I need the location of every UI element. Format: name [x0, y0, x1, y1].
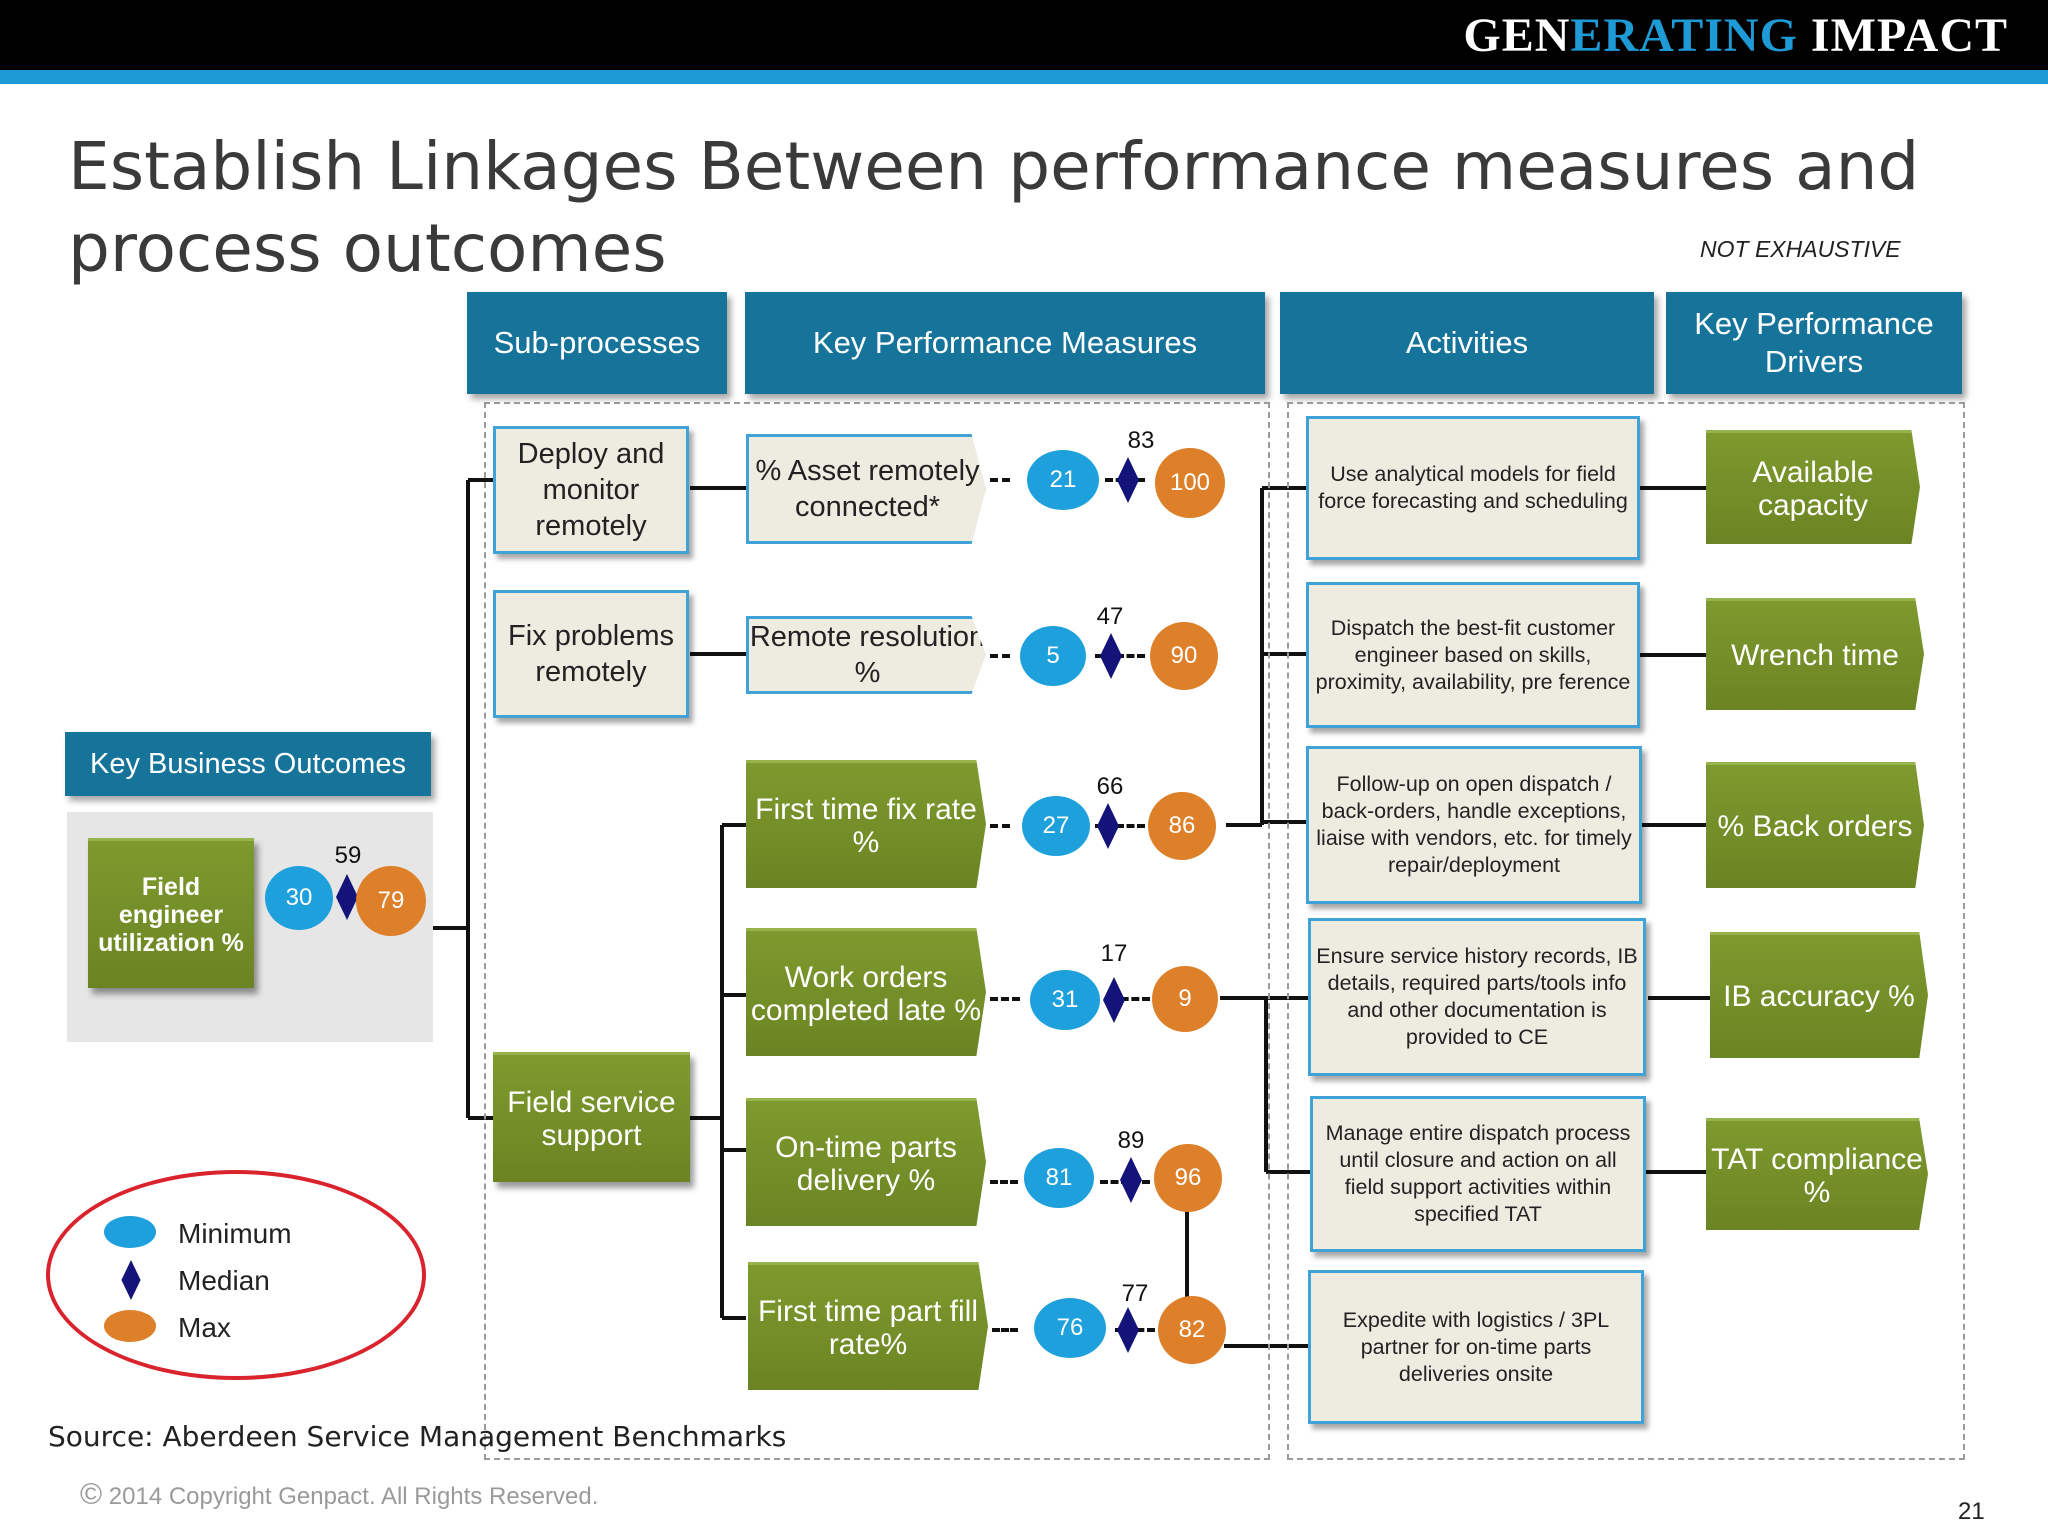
subprocess-fix-remotely: Fix problems remotely [493, 590, 689, 718]
kpm-0-median-marker [1117, 457, 1139, 503]
top-accent-line [0, 70, 2048, 84]
outcome-field-engineer-utilization: Field engineer utilization % [88, 838, 254, 988]
kpm-0-min-marker: 21 [1027, 450, 1099, 510]
activities-dashed-region [1287, 402, 1965, 1460]
legend-minimum-icon [104, 1216, 156, 1248]
kpm-1-max-marker: 90 [1150, 622, 1218, 690]
kpm-first-time-fix-rate: First time fix rate % [746, 760, 986, 888]
activity-manage-dispatch: Manage entire dispatch process until clo… [1310, 1096, 1646, 1252]
kpm-5-min-marker: 76 [1034, 1298, 1106, 1358]
page-title: Establish Linkages Between performance m… [68, 128, 1920, 287]
activity-dispatch-best-fit: Dispatch the best-fit customer engineer … [1306, 582, 1640, 728]
kpm-4-median-marker [1120, 1157, 1142, 1203]
driver-tat-compliance: TAT compliance % [1706, 1118, 1928, 1230]
kpm-4-max-marker: 96 [1154, 1144, 1222, 1212]
driver-wrench-time: Wrench time [1706, 598, 1924, 710]
driver-available-capacity: Available capacity [1706, 430, 1920, 544]
copyright-notice: © 2014 Copyright Genpact. All Rights Res… [80, 1478, 598, 1512]
activity-analytical-models: Use analytical models for field force fo… [1306, 416, 1640, 560]
key-business-outcomes-header: Key Business Outcomes [65, 732, 431, 796]
activity-service-history: Ensure service history records, IB detai… [1308, 918, 1646, 1076]
legend-minimum-label: Minimum [178, 1218, 292, 1249]
kpm-2-dash-left [990, 824, 1010, 828]
kpm-3-dash-right [1110, 997, 1150, 1001]
kpm-dashed-region [484, 402, 1270, 1460]
activity-follow-up-dispatch: Follow-up on open dispatch / back-orders… [1306, 746, 1642, 904]
kpm-5-dash-left [992, 1328, 1018, 1332]
kpm-work-orders-late: Work orders completed late % [746, 928, 986, 1056]
kpm-4-median-label: 89 [1117, 1127, 1145, 1154]
kpm-2-max-marker: 86 [1148, 792, 1216, 860]
outcome-min-marker: 30 [265, 866, 333, 930]
kpm-asset-remotely-connected: % Asset remotely connected* [746, 434, 986, 544]
kpm-3-median-label: 17 [1100, 940, 1128, 967]
column-header-drivers: Key Performance Drivers [1666, 292, 1962, 394]
subprocess-field-service-support: Field service support [493, 1052, 690, 1182]
kpm-4-min-marker: 81 [1024, 1148, 1094, 1208]
driver-ib-accuracy: IB accuracy % [1710, 932, 1928, 1058]
copyright-symbol: © [80, 1478, 103, 1511]
kpm-4-dash-left [990, 1180, 1018, 1184]
subprocess-deploy-monitor: Deploy and monitor remotely [493, 426, 689, 554]
activity-expedite-logistics: Expedite with logistics / 3PL partner fo… [1308, 1270, 1644, 1424]
legend-median-icon [121, 1260, 141, 1300]
source-note: Source: Aberdeen Service Management Benc… [48, 1420, 787, 1453]
kpm-5-median-label: 77 [1121, 1280, 1149, 1307]
kpm-5-max-marker: 82 [1158, 1296, 1226, 1364]
kpm-3-median-marker [1103, 977, 1125, 1023]
column-header-subprocesses: Sub-processes [467, 292, 727, 394]
outcome-median-label: 59 [334, 842, 362, 869]
kpm-2-median-marker [1097, 803, 1119, 849]
kpm-0-median-label: 83 [1127, 427, 1155, 454]
column-header-kpm: Key Performance Measures [745, 292, 1265, 394]
driver-back-orders: % Back orders [1706, 762, 1924, 888]
outcome-max-marker: 79 [356, 866, 426, 936]
not-exhaustive-note: NOT EXHAUSTIVE [1700, 236, 1901, 262]
kpm-2-median-label: 66 [1096, 773, 1124, 800]
top-banner [0, 0, 2048, 70]
kpm-on-time-parts-delivery: On-time parts delivery % [746, 1098, 986, 1226]
legend-ring [46, 1170, 426, 1380]
kpm-1-min-marker: 5 [1020, 626, 1086, 686]
legend-median-label: Median [178, 1265, 270, 1296]
legend-max-label: Max [178, 1312, 231, 1343]
kpm-1-median-label: 47 [1096, 603, 1124, 630]
kpm-first-time-part-fill-rate: First time part fill rate% [748, 1262, 988, 1390]
kpm-0-max-marker: 100 [1155, 448, 1225, 518]
kpm-3-dash-left [990, 997, 1020, 1001]
brand-logo-text: GENERATING IMPACT [1463, 9, 2008, 62]
legend-max-icon [104, 1310, 156, 1342]
outcome-median-marker [336, 874, 358, 920]
kpm-0-dash-left [990, 478, 1010, 482]
kpm-2-dash-right [1095, 824, 1145, 828]
kpm-1-dash-left [990, 654, 1010, 658]
kpm-1-median-marker [1100, 633, 1122, 679]
copyright-text: 2014 Copyright Genpact. All Rights Reser… [102, 1483, 599, 1510]
kpm-3-max-marker: 9 [1152, 966, 1218, 1032]
kpm-5-median-marker [1117, 1307, 1139, 1353]
column-header-activities: Activities [1280, 292, 1654, 394]
kpm-3-min-marker: 31 [1030, 970, 1100, 1030]
page-number: 21 [1958, 1498, 1985, 1525]
kpm-2-min-marker: 27 [1022, 796, 1090, 856]
kpm-remote-resolution: Remote resolution % [746, 616, 986, 694]
